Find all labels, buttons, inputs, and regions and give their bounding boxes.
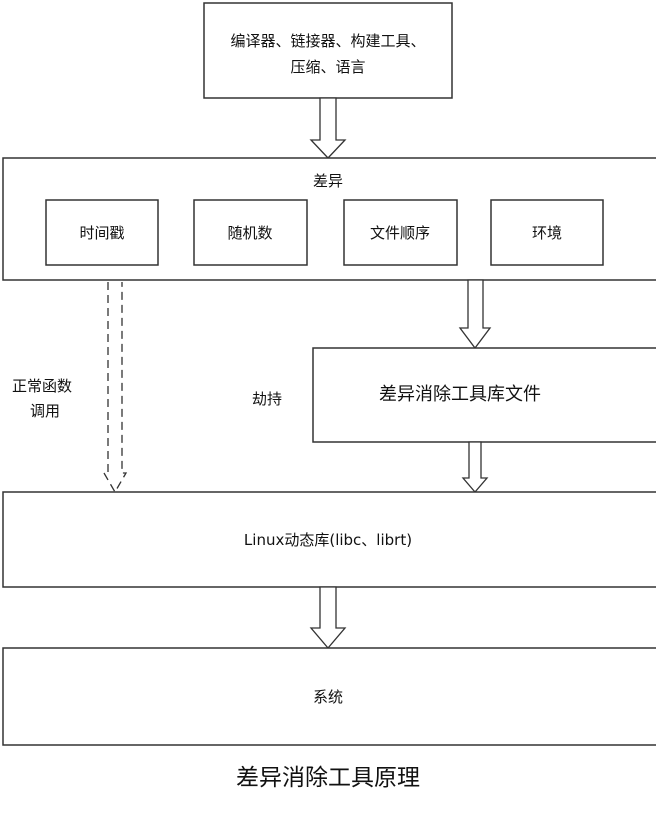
svg-text:时间戳: 时间戳 (79, 224, 124, 242)
svg-text:系统: 系统 (313, 688, 343, 706)
arrow-lib-to-linux (461, 441, 489, 493)
dashed-arrow-normal-call (102, 282, 128, 494)
svg-text:Linux动态库(libc、librt): Linux动态库(libc、librt) (244, 531, 412, 549)
diff-item-file-order: 文件顺序 (343, 199, 458, 266)
tools-label-line2: 压缩、语言 (290, 58, 365, 76)
svg-text:随机数: 随机数 (227, 224, 272, 242)
system-box: 系统 (2, 647, 656, 746)
lib-file-box: 差异消除工具库文件 (312, 347, 656, 443)
linux-lib-box: Linux动态库(libc、librt) (2, 491, 656, 588)
diff-item-random: 随机数 (193, 199, 308, 266)
tools-box: 编译器、链接器、构建工具、 压缩、语言 (203, 2, 453, 99)
arrow-linux-to-system (309, 586, 347, 650)
svg-text:差异消除工具库文件: 差异消除工具库文件 (379, 384, 541, 405)
hijack-label: 劫持 (252, 390, 282, 408)
diff-item-environment: 环境 (490, 199, 604, 266)
normal-call-label-line1: 正常函数 (12, 377, 72, 395)
figure-caption: 差异消除工具原理 (236, 765, 420, 791)
tools-label-line1: 编译器、链接器、构建工具、 (230, 32, 425, 50)
normal-call-label-line2: 调用 (30, 402, 60, 420)
diff-title: 差异 (313, 172, 343, 190)
svg-text:环境: 环境 (532, 224, 562, 242)
diff-item-timestamp: 时间戳 (45, 199, 159, 266)
diff-box: 差异 时间戳 随机数 文件顺序 环境 (2, 157, 656, 281)
svg-text:文件顺序: 文件顺序 (370, 224, 430, 242)
arrow-diff-to-lib (458, 279, 492, 350)
arrow-tools-to-diff (309, 97, 347, 159)
